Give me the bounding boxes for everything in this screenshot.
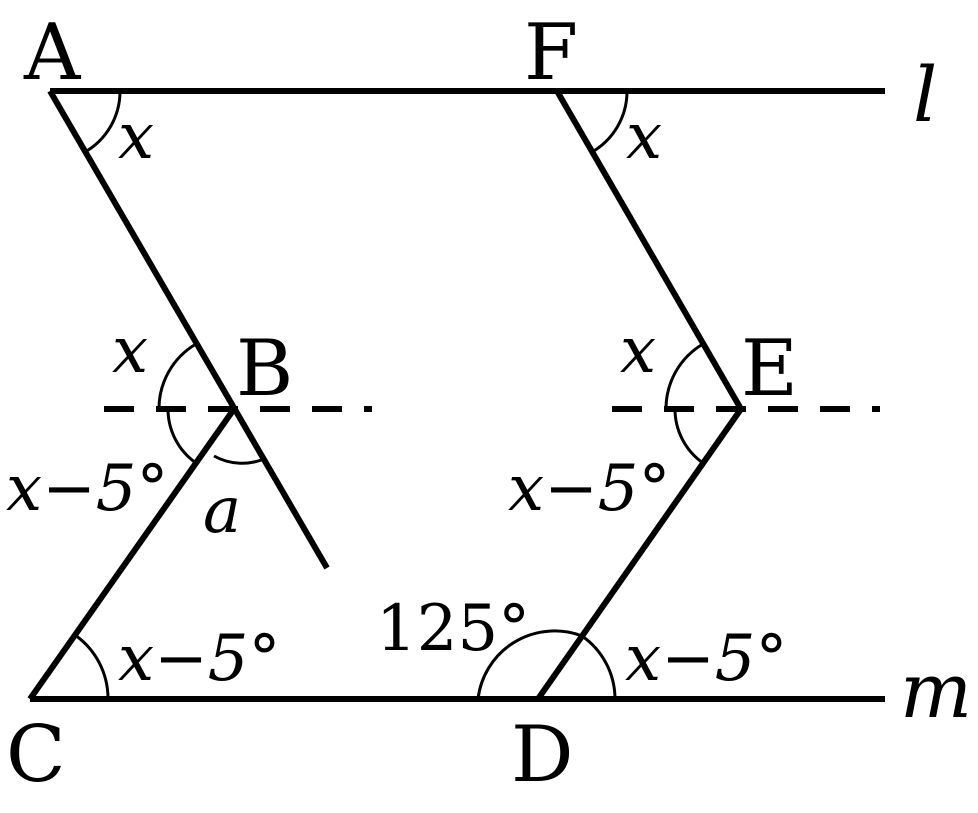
angle-label-f: x <box>626 100 662 174</box>
angle-label-b-upper: x <box>112 314 148 388</box>
point-label-c: C <box>6 710 66 800</box>
angle-label-d-right: x−5° <box>625 622 787 696</box>
segment-f-e <box>554 89 744 411</box>
line-label-m: m <box>900 646 972 735</box>
angle-arc-b-lower <box>166 408 197 465</box>
segment-b-c <box>27 407 237 701</box>
angle-label-b-lower: x−5° <box>6 452 168 526</box>
point-label-d: D <box>511 710 574 800</box>
angle-arc-a-interior <box>213 454 265 465</box>
angle-arc-d-left <box>476 629 583 700</box>
angle-arc-e-upper <box>664 342 704 410</box>
point-label-b: B <box>236 324 293 414</box>
segment-e-d <box>535 407 744 701</box>
angle-label-a: x <box>118 100 154 174</box>
angle-label-d-left: 125° <box>376 592 530 666</box>
angle-arc-f <box>591 90 629 154</box>
point-label-f: F <box>524 8 578 98</box>
angle-arc-d-right <box>581 634 617 700</box>
angle-label-e-upper: x <box>620 314 656 388</box>
angle-arc-c <box>74 633 110 700</box>
line-label-l: l <box>913 50 937 139</box>
point-label-e: E <box>741 324 798 414</box>
segment-a-b-extended <box>47 89 330 570</box>
angle-label-a-interior: a <box>203 474 241 548</box>
angle-label-c: x−5° <box>118 622 280 696</box>
point-label-a: A <box>23 8 82 98</box>
angle-arc-a <box>84 90 122 154</box>
angle-label-e-lower: x−5° <box>508 452 670 526</box>
angle-arc-b-upper <box>157 342 197 410</box>
angle-arc-e-lower <box>673 408 704 465</box>
